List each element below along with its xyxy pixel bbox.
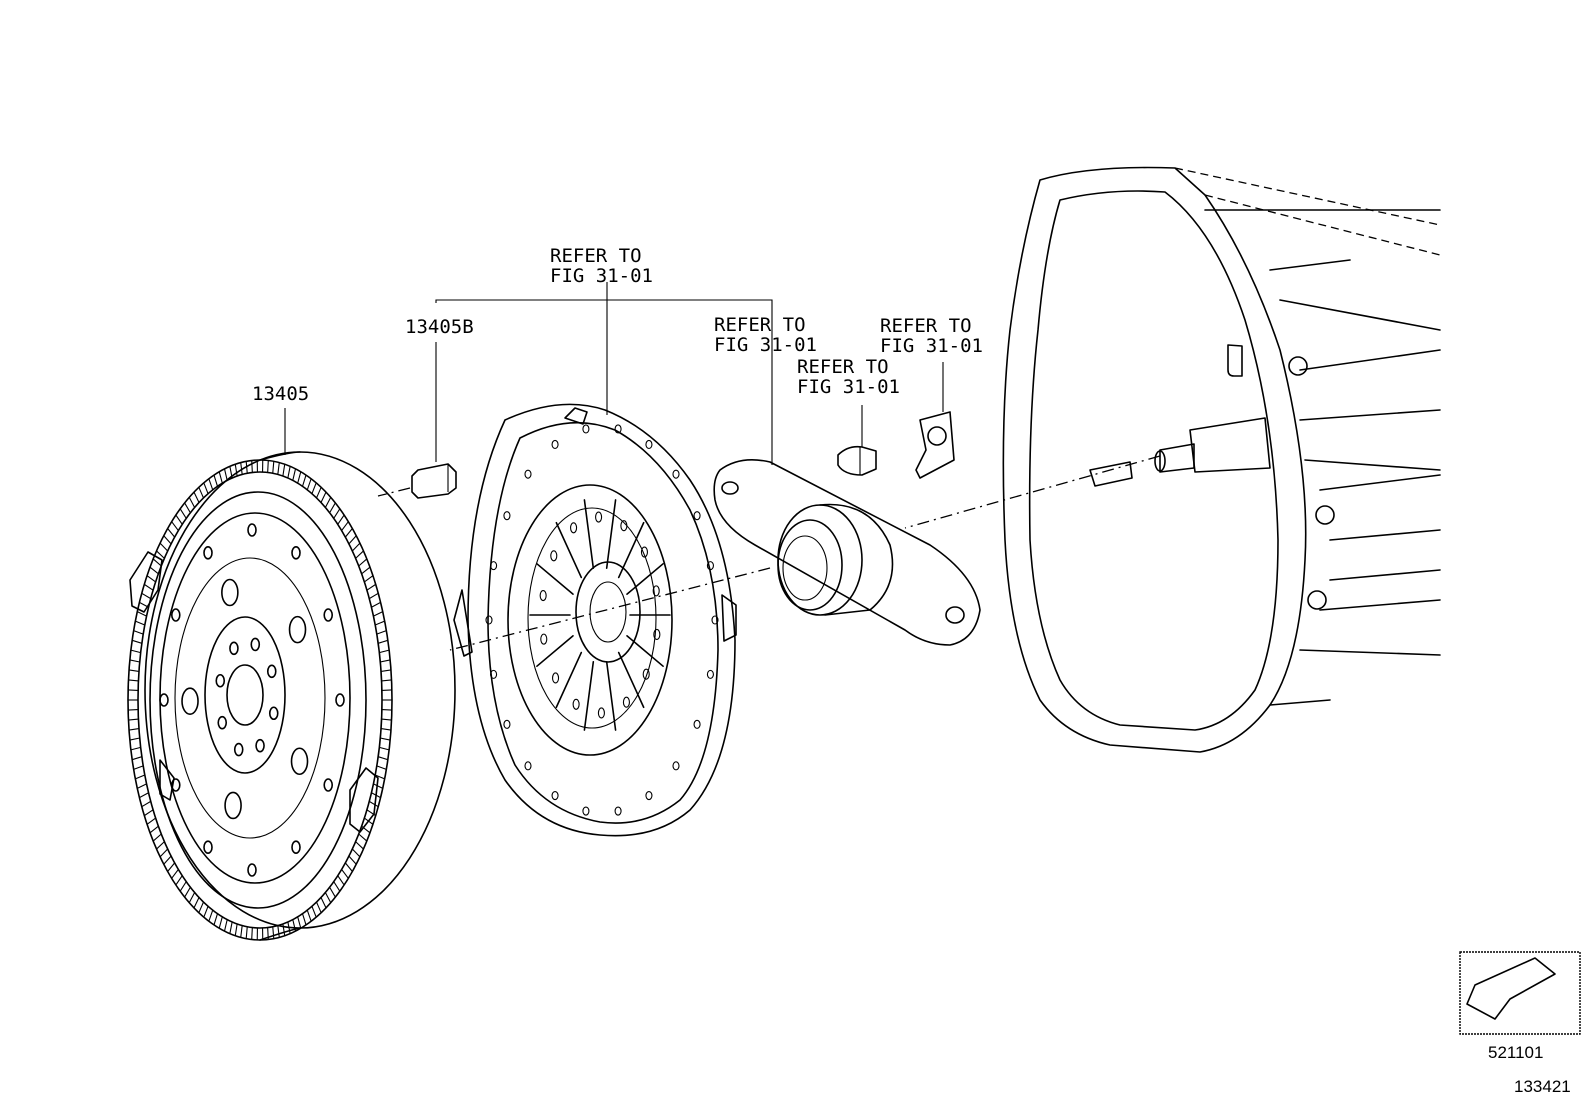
flywheel-bolt-holes bbox=[159, 523, 345, 877]
refer-label-clip: REFER TO FIG 31-01 bbox=[880, 315, 983, 357]
fork-pivot[interactable] bbox=[837, 445, 877, 476]
flywheel-bolt[interactable] bbox=[411, 463, 457, 499]
release-bearing[interactable] bbox=[777, 503, 894, 616]
flywheel[interactable] bbox=[127, 451, 456, 941]
flywheel-bolt-part-number: 13405B bbox=[405, 316, 474, 338]
diaphragm-spring-fingers bbox=[529, 499, 671, 731]
input-shaft[interactable] bbox=[1089, 417, 1271, 487]
cover-bolt-holes bbox=[485, 424, 719, 816]
ring-gear-teeth bbox=[128, 460, 392, 940]
arrow-icon bbox=[1466, 957, 1556, 1020]
group-code: 521101 bbox=[1488, 1043, 1543, 1062]
illustration-code: 133421 bbox=[1514, 1077, 1571, 1096]
refer-label-pivot: REFER TO FIG 31-01 bbox=[797, 356, 900, 398]
refer-label-clutch-cover: REFER TO FIG 31-01 bbox=[550, 245, 653, 287]
retaining-clip[interactable] bbox=[915, 411, 955, 479]
refer-label-release-fork: REFER TO FIG 31-01 bbox=[714, 314, 817, 356]
group-code-box bbox=[1459, 951, 1581, 1035]
clutch-cover[interactable] bbox=[453, 403, 737, 837]
transmission-housing[interactable] bbox=[1002, 166, 1441, 753]
release-fork[interactable] bbox=[713, 459, 981, 646]
flywheel-part-number: 13405 bbox=[252, 383, 309, 405]
